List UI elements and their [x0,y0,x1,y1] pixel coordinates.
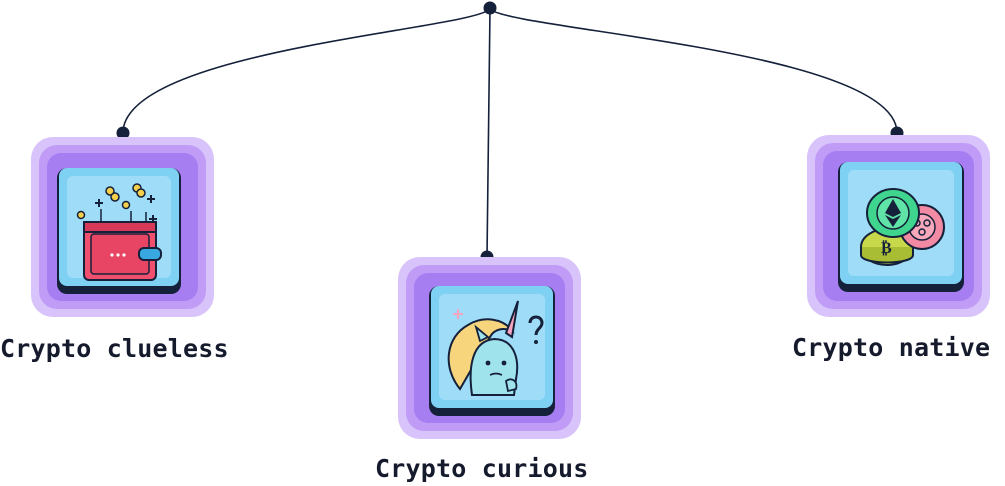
node-dot-clueless [116,126,130,140]
wallet-icon [76,183,162,281]
connector-native [489,8,898,134]
card-crypto-curious[interactable] [398,257,581,439]
connector-curious [486,8,491,258]
root-node [483,1,497,15]
node-label-curious: Crypto curious [375,454,589,483]
connector-clueless [122,8,491,134]
crypto-coins-icon: ₿ [860,188,945,266]
node-label-native: Crypto native [792,333,991,362]
card-crypto-clueless[interactable] [31,137,214,317]
confused-unicorn-icon [447,300,544,396]
card-crypto-native[interactable]: ₿ [807,135,990,317]
node-label-clueless: Crypto clueless [0,334,229,363]
svg-text:₿: ₿ [881,238,892,257]
